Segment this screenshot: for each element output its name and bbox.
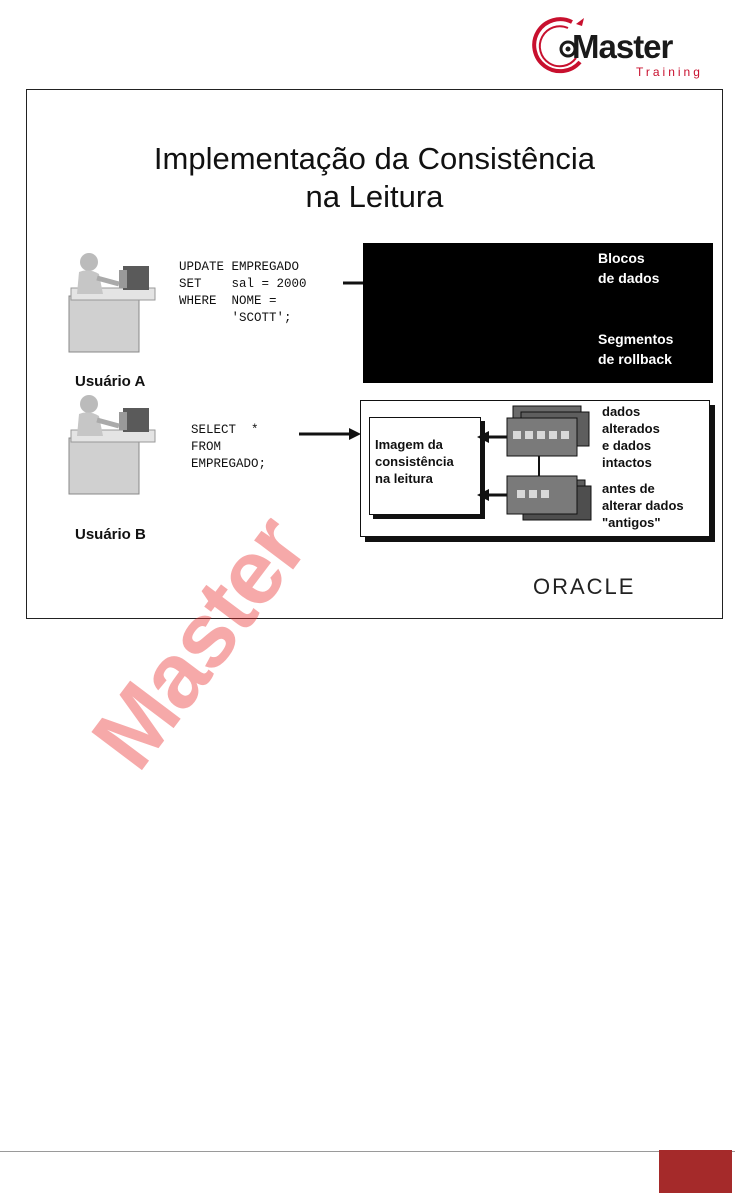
update-statement: UPDATE EMPREGADO SET sal = 2000 WHERE NO…: [179, 259, 307, 327]
master-training-logo: Master Training: [532, 14, 728, 84]
slide-frame: Implementação da Consistência na Leitura…: [26, 89, 723, 619]
logo-subtitle: Training: [636, 65, 703, 79]
read-consistency-image-label: Imagem da consistência na leitura: [375, 436, 454, 487]
changed-data-label: dados alterados e dados intactos: [602, 403, 660, 471]
data-blocks-label: Blocos de dados: [598, 248, 659, 288]
user-b-label: Usuário B: [75, 526, 146, 543]
rollback-segments-label: Segmentos de rollback: [598, 329, 673, 369]
slide-title-line1: Implementação da Consistência: [27, 140, 722, 178]
select-arrow-icon: [299, 427, 363, 441]
footer-divider: [0, 1151, 735, 1152]
logo-word: Master: [572, 28, 672, 66]
user-a-desk-icon: [63, 248, 163, 372]
select-statement: SELECT * FROM EMPREGADO;: [191, 422, 266, 473]
block-stacks-diagram: [473, 402, 603, 532]
oracle-logo: ORACLE: [533, 574, 635, 600]
slide-title: Implementação da Consistência na Leitura: [27, 140, 722, 216]
user-b-desk-icon: [63, 390, 163, 514]
page-number-box: [659, 1150, 732, 1193]
slide-title-line2: na Leitura: [27, 178, 722, 216]
user-a-label: Usuário A: [75, 373, 145, 390]
before-change-label: antes de alterar dados "antigos": [602, 480, 684, 531]
